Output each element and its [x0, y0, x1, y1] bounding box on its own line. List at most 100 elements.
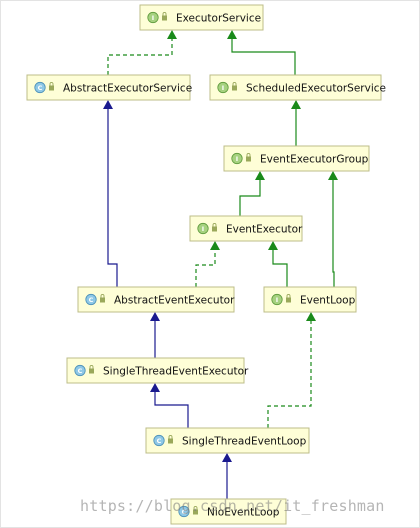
interface-badge-icon: [271, 293, 283, 306]
interface-badge-icon: [231, 152, 243, 165]
arrow-head-icon: [328, 171, 338, 180]
visibility-lock-icon: [286, 297, 291, 303]
node-EventExecutor[interactable]: I EventExecutor: [189, 215, 303, 242]
visibility-lock-icon: [168, 438, 173, 444]
interface-badge-icon: [217, 81, 229, 94]
visibility-lock-icon: [162, 15, 167, 21]
edge-line: [272, 249, 288, 287]
arrow-head-icon: [306, 312, 316, 321]
edge-SingleThreadEventLoop-to-EventLoop: [267, 312, 316, 428]
edge-EventLoop-to-EventExecutorGroup: [328, 171, 338, 287]
badge-letter: C: [89, 296, 94, 304]
edge-line: [332, 179, 335, 287]
node-EventExecutorGroup[interactable]: I EventExecutorGroup: [223, 145, 370, 172]
node-box: [66, 357, 245, 384]
badge-letter: C: [182, 508, 187, 516]
node-label: SingleThreadEventLoop: [182, 435, 307, 447]
arrow-head-icon: [150, 383, 160, 392]
node-box: [26, 74, 191, 101]
visibility-lock-shackle-icon: [168, 435, 173, 439]
node-box: [189, 215, 303, 242]
visibility-lock-shackle-icon: [286, 294, 291, 298]
interface-badge-icon: [197, 222, 209, 235]
edge-SingleThreadEventExecutor-to-AbstractEventExecutor: [150, 312, 160, 358]
arrow-head-icon: [268, 241, 278, 250]
class-badge-icon: [153, 434, 165, 447]
node-box: [145, 427, 310, 454]
node-label: AbstractExecutorService: [63, 82, 192, 94]
node-NioEventLoop[interactable]: C NioEventLoop: [170, 498, 287, 525]
visibility-lock-shackle-icon: [162, 12, 167, 16]
visibility-lock-shackle-icon: [100, 294, 105, 298]
node-label: ScheduledExecutorService: [246, 82, 386, 94]
node-ScheduledExecutorService[interactable]: I ScheduledExecutorService: [209, 74, 386, 101]
edge-EventLoop-to-EventExecutor: [268, 241, 288, 287]
edge-SingleThreadEventLoop-to-SingleThreadEventExecutor: [150, 383, 189, 428]
node-label: ExecutorService: [176, 12, 261, 24]
arrow-head-icon: [167, 30, 177, 39]
node-AbstractEventExecutor[interactable]: C AbstractEventExecutor: [77, 286, 235, 313]
visibility-lock-icon: [49, 85, 54, 91]
badge-letter: I: [202, 225, 204, 233]
visibility-lock-shackle-icon: [49, 82, 54, 86]
visibility-lock-icon: [193, 509, 198, 515]
edge-EventExecutorGroup-to-ScheduledExecutorService: [291, 100, 301, 146]
edge-AbstractEventExecutor-to-EventExecutor: [195, 241, 220, 287]
node-box: [139, 4, 264, 31]
node-SingleThreadEventLoop[interactable]: C SingleThreadEventLoop: [145, 427, 310, 454]
badge-letter: C: [157, 437, 162, 445]
badge-letter: I: [276, 296, 278, 304]
visibility-lock-shackle-icon: [193, 506, 198, 510]
node-label: NioEventLoop: [207, 506, 280, 518]
badge-letter: I: [152, 14, 154, 22]
badge-letter: I: [236, 155, 238, 163]
arrow-head-icon: [222, 453, 232, 462]
edge-AbstractExecutorService-to-ExecutorService: [107, 30, 177, 75]
badge-letter: I: [222, 84, 224, 92]
visibility-lock-shackle-icon: [89, 365, 94, 369]
class-badge-icon: [178, 505, 190, 518]
node-label: AbstractEventExecutor: [114, 294, 235, 306]
edge-NioEventLoop-to-SingleThreadEventLoop: [222, 453, 232, 499]
edge-line: [107, 108, 118, 287]
arrow-head-icon: [210, 241, 220, 250]
visibility-lock-icon: [100, 297, 105, 303]
arrow-head-icon: [103, 100, 113, 109]
class-badge-icon: [34, 81, 46, 94]
node-ExecutorService[interactable]: I ExecutorService: [139, 4, 264, 31]
visibility-lock-shackle-icon: [212, 223, 217, 227]
node-AbstractExecutorService[interactable]: C AbstractExecutorService: [26, 74, 192, 101]
visibility-lock-shackle-icon: [232, 82, 237, 86]
node-label: EventExecutorGroup: [260, 153, 369, 165]
visibility-lock-icon: [89, 368, 94, 374]
edges-layer: [103, 30, 338, 499]
class-badge-icon: [85, 293, 97, 306]
edge-line: [154, 391, 189, 428]
node-box: [170, 498, 287, 525]
node-label: EventExecutor: [226, 223, 303, 235]
watermark-text: https://blog.csdn.net/it_freshman: [80, 497, 385, 515]
visibility-lock-shackle-icon: [246, 153, 251, 157]
interface-badge-icon: [147, 11, 159, 24]
class-badge-icon: [74, 364, 86, 377]
edge-EventExecutor-to-EventExecutorGroup: [239, 171, 265, 216]
edge-AbstractEventExecutor-to-AbstractExecutorService: [103, 100, 118, 287]
arrow-head-icon: [291, 100, 301, 109]
edge-line: [195, 249, 216, 287]
edge-line: [231, 38, 296, 75]
node-box: [209, 74, 382, 101]
arrow-head-icon: [227, 30, 237, 39]
edge-line: [107, 38, 173, 75]
arrow-head-icon: [255, 171, 265, 180]
arrow-head-icon: [150, 312, 160, 321]
badge-letter: C: [38, 84, 43, 92]
visibility-lock-icon: [246, 156, 251, 162]
edge-line: [267, 320, 312, 428]
visibility-lock-icon: [232, 85, 237, 91]
visibility-lock-icon: [212, 226, 217, 232]
edge-ScheduledExecutorService-to-ExecutorService: [227, 30, 296, 75]
